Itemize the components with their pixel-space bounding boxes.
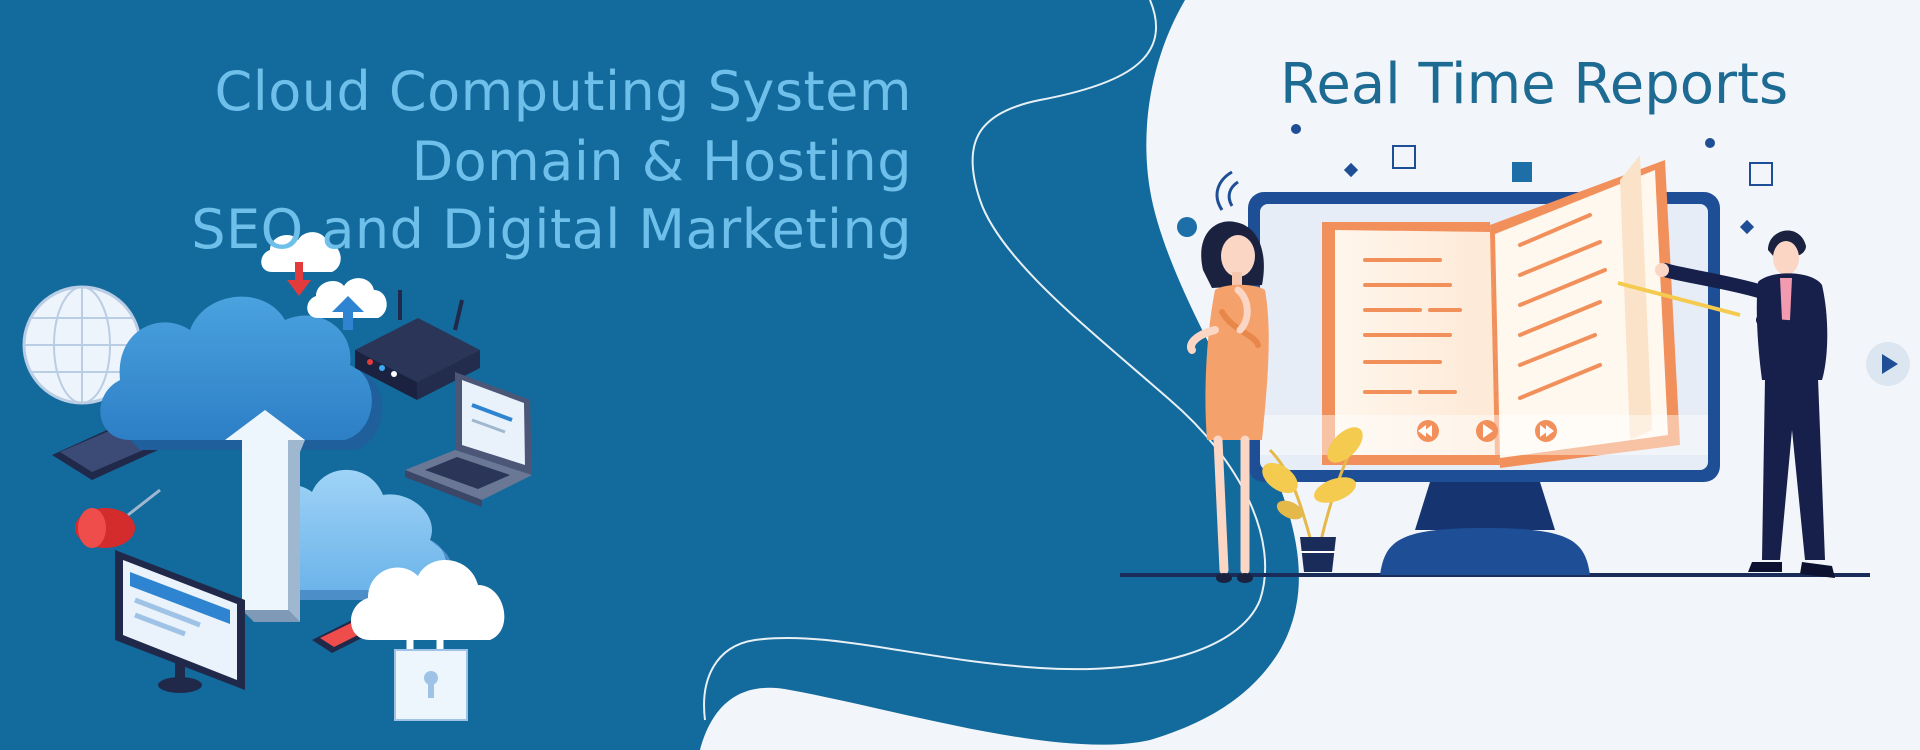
upload-cloud-icon — [307, 278, 387, 330]
upload-arrow-icon — [225, 410, 305, 622]
decor-square — [1512, 162, 1532, 182]
fast-forward-icon[interactable] — [1535, 420, 1557, 442]
decor-dot — [1705, 138, 1715, 148]
decor-square — [1392, 145, 1416, 169]
cloud-large-icon — [100, 296, 383, 450]
router-icon — [355, 290, 480, 400]
globe-icon — [22, 285, 142, 405]
service-cloud-computing: Cloud Computing System — [214, 60, 912, 123]
decor-diamond — [1343, 162, 1359, 178]
decor-dot — [1291, 124, 1301, 134]
laptop-icon — [405, 372, 532, 507]
woman-presenter — [1187, 221, 1269, 583]
cloud-illustration — [22, 232, 532, 721]
rewind-icon[interactable] — [1417, 420, 1439, 442]
reports-title: Real Time Reports — [1280, 52, 1789, 117]
play-icon[interactable] — [1476, 420, 1498, 442]
play-arrow-icon — [1882, 354, 1898, 374]
reports-illustration — [1120, 124, 1870, 583]
decor-square — [1749, 162, 1773, 186]
plant-icon — [1262, 427, 1363, 572]
decor-dot — [1177, 217, 1197, 237]
service-seo-marketing: SEO and Digital Marketing — [191, 198, 912, 261]
download-cloud-icon — [261, 232, 341, 296]
signal-waves-icon — [1215, 170, 1239, 211]
pushpin-icon — [75, 488, 161, 548]
service-domain-hosting: Domain & Hosting — [411, 130, 912, 193]
decor-flow-line — [703, 0, 1267, 721]
desktop-monitor-icon — [115, 550, 245, 693]
man-presenter — [1617, 230, 1835, 578]
decor-diamond — [1739, 219, 1755, 235]
open-book-icon — [1260, 155, 1708, 468]
next-slide-button[interactable] — [1866, 342, 1910, 386]
lock-cloud-icon — [350, 560, 505, 721]
